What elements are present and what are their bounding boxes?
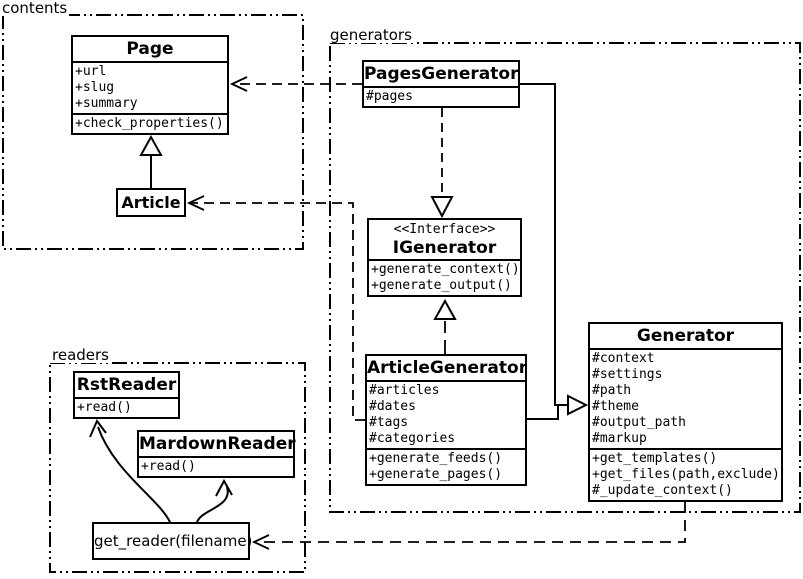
arrow-curve-getreader-to-rstreader [97, 426, 171, 523]
method: +get_files(path,exclude) [592, 467, 780, 482]
inheritance-triangle-generator-left [567, 394, 589, 416]
dependency-line-generator-to-getreader [258, 502, 686, 543]
arrowhead-rstreader [89, 419, 107, 438]
realization-triangle-igenerator-top [430, 196, 454, 219]
dependency-arrowhead-getreader [251, 534, 270, 550]
methods-section-article-generator: +generate_feeds() +generate_pages() [367, 448, 525, 484]
attributes-section-article-generator: #articles #dates #tags #categories [367, 380, 525, 448]
methods-section-generator: +get_templates() +get_files(path,exclude… [590, 448, 781, 500]
dependency-arrowhead-page [229, 76, 248, 92]
class-page: Page +url +slug +summary +check_properti… [71, 35, 229, 135]
class-article-generator: ArticleGenerator #articles #dates #tags … [365, 354, 527, 486]
package-border-generators [329, 42, 801, 513]
class-title-igenerator: IGenerator [392, 238, 497, 258]
attribute: +url [75, 64, 107, 79]
attribute: #output_path [592, 415, 686, 430]
class-title-page: Page [126, 39, 174, 59]
method: +read() [77, 400, 132, 415]
method: +generate_output() [371, 278, 512, 293]
function-get-reader: get_reader(filename) [92, 522, 253, 560]
class-title-mardown-reader: MardownReader [139, 434, 296, 454]
class-title-article-generator: ArticleGenerator [367, 358, 528, 378]
attribute: #markup [592, 431, 647, 446]
package-label-contents: contents [0, 0, 70, 17]
interface-igenerator: <<Interface>> IGenerator +generate_conte… [367, 218, 522, 297]
attribute: #categories [369, 431, 456, 446]
inheritance-line-pagesgenerator-to-generator [520, 83, 567, 406]
method: +generate_feeds() [369, 451, 503, 466]
attribute: +summary [75, 96, 138, 111]
class-rst-reader: RstReader +read() [73, 371, 180, 419]
attributes-section-generator: #context #settings #path #theme #output_… [590, 348, 781, 448]
attribute: #context [592, 351, 655, 366]
package-border-contents [2, 14, 304, 250]
attribute: #dates [369, 399, 416, 414]
arrow-curve-getreader-to-mardownreader [196, 486, 229, 523]
class-generator: Generator #context #settings #path #them… [588, 322, 783, 502]
package-border-readers [49, 362, 306, 573]
package-label-generators: generators [328, 26, 414, 44]
package-label-readers: readers [50, 346, 111, 364]
realization-triangle-igenerator-bottom [433, 298, 457, 320]
method: +get_templates() [592, 451, 718, 466]
methods-section-rst-reader: +read() [75, 397, 178, 417]
attribute: #theme [592, 399, 639, 414]
methods-section-mardown-reader: +read() [139, 456, 293, 476]
class-pages-generator: PagesGenerator #pages [362, 60, 520, 108]
methods-section-page: +check_properties() [73, 113, 227, 133]
methods-section-igenerator: +generate_context() +generate_output() [369, 259, 520, 295]
stereotype-interface: <<Interface>> [393, 222, 496, 237]
attribute: +slug [75, 80, 115, 95]
class-article: Article [116, 188, 186, 217]
attribute: #pages [366, 89, 413, 104]
get-reader-label: get_reader(filename) [94, 532, 253, 550]
method: +check_properties() [75, 116, 224, 131]
inheritance-line-articlegenerator-to-generator [527, 405, 559, 420]
attributes-section-page: +url +slug +summary [73, 61, 227, 113]
class-title-article: Article [121, 193, 181, 212]
inheritance-triangle-article-to-page [139, 134, 163, 156]
class-title-pages-generator: PagesGenerator [364, 64, 519, 84]
class-title-generator: Generator [636, 326, 735, 346]
class-mardown-reader: MardownReader +read() [137, 430, 296, 478]
method: +read() [141, 459, 196, 474]
attribute: #settings [592, 367, 663, 382]
attribute: #tags [369, 415, 409, 430]
method: #_update_context() [592, 483, 733, 498]
attributes-section-pages-generator: #pages [364, 86, 518, 106]
class-title-rst-reader: RstReader [76, 375, 177, 395]
dependency-line-articlegenerator-to-article [191, 202, 365, 421]
attribute: #path [592, 383, 632, 398]
dependency-arrowhead-article [186, 195, 205, 211]
method: +generate_context() [371, 262, 520, 277]
attribute: #articles [369, 383, 440, 398]
method: +generate_pages() [369, 467, 503, 482]
arrowhead-mardownreader [215, 478, 233, 497]
